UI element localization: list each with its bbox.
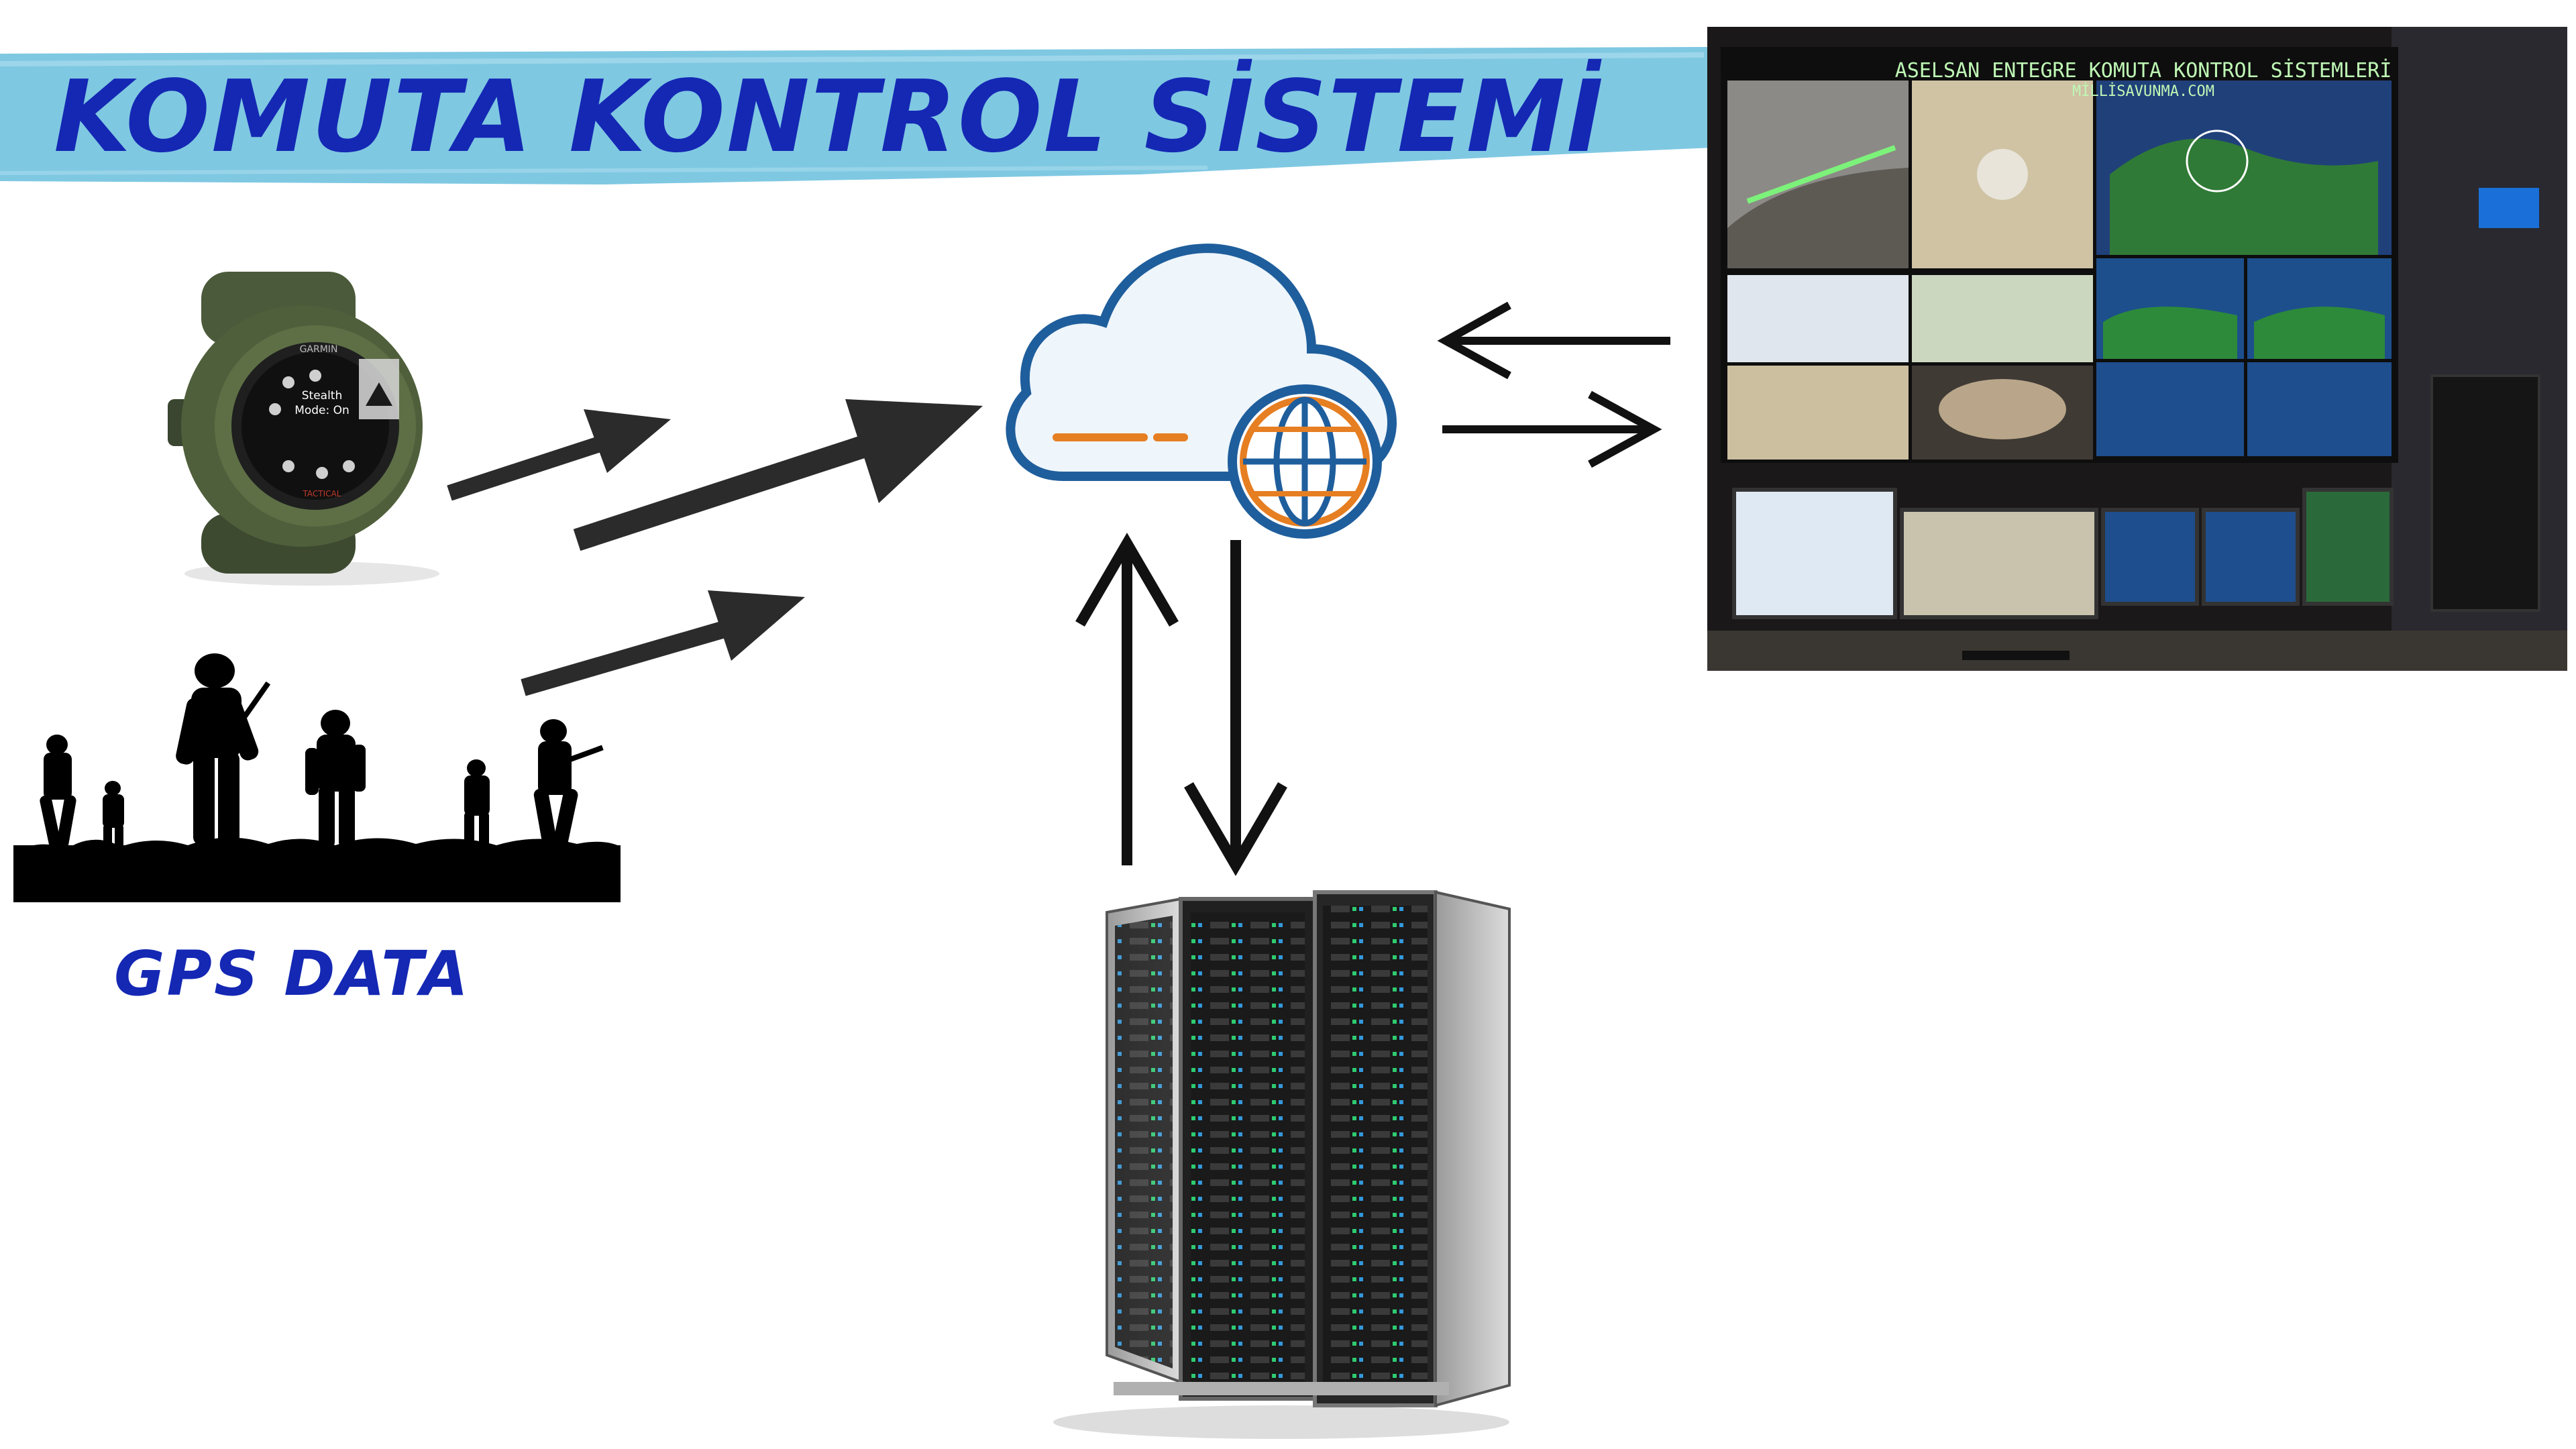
control-room-header: ASELSAN ENTEGRE KOMUTA KONTROL SİSTEMLER… xyxy=(1894,59,2392,83)
soldiers-silhouette-icon xyxy=(13,653,621,902)
page-title: KOMUTA KONTROL SİSTEMİ xyxy=(54,59,1605,174)
arrow-cloud-to-server xyxy=(1184,540,1287,876)
arrow-control-to-cloud xyxy=(1437,301,1670,380)
title-banner xyxy=(0,47,1714,184)
gps-data-label: GPS DATA xyxy=(114,938,470,1010)
watch-line1: Stealth xyxy=(302,389,343,402)
arrow-cloud-to-control xyxy=(1442,390,1662,468)
globe-icon xyxy=(1228,384,1382,539)
watch-footer: TACTICAL xyxy=(303,489,341,498)
watch-line2: Mode: On xyxy=(294,404,350,417)
control-room-photo xyxy=(1707,27,2567,671)
watch-brand: GARMIN xyxy=(300,344,338,355)
arrow-watch-to-cloud xyxy=(447,409,671,501)
arrow-soldiers-to-cloud xyxy=(521,590,805,696)
arrow-main-to-cloud xyxy=(573,399,983,551)
smartwatch-icon: GARMIN Stealth Mode: On TACTICAL xyxy=(168,272,439,586)
server-rack-icon xyxy=(1053,890,1511,1439)
control-room-subheader: MİLLİSAVUNMA.COM xyxy=(2072,83,2214,100)
arrow-server-to-cloud xyxy=(1075,533,1179,865)
cloud-globe-icon xyxy=(1006,244,1397,539)
